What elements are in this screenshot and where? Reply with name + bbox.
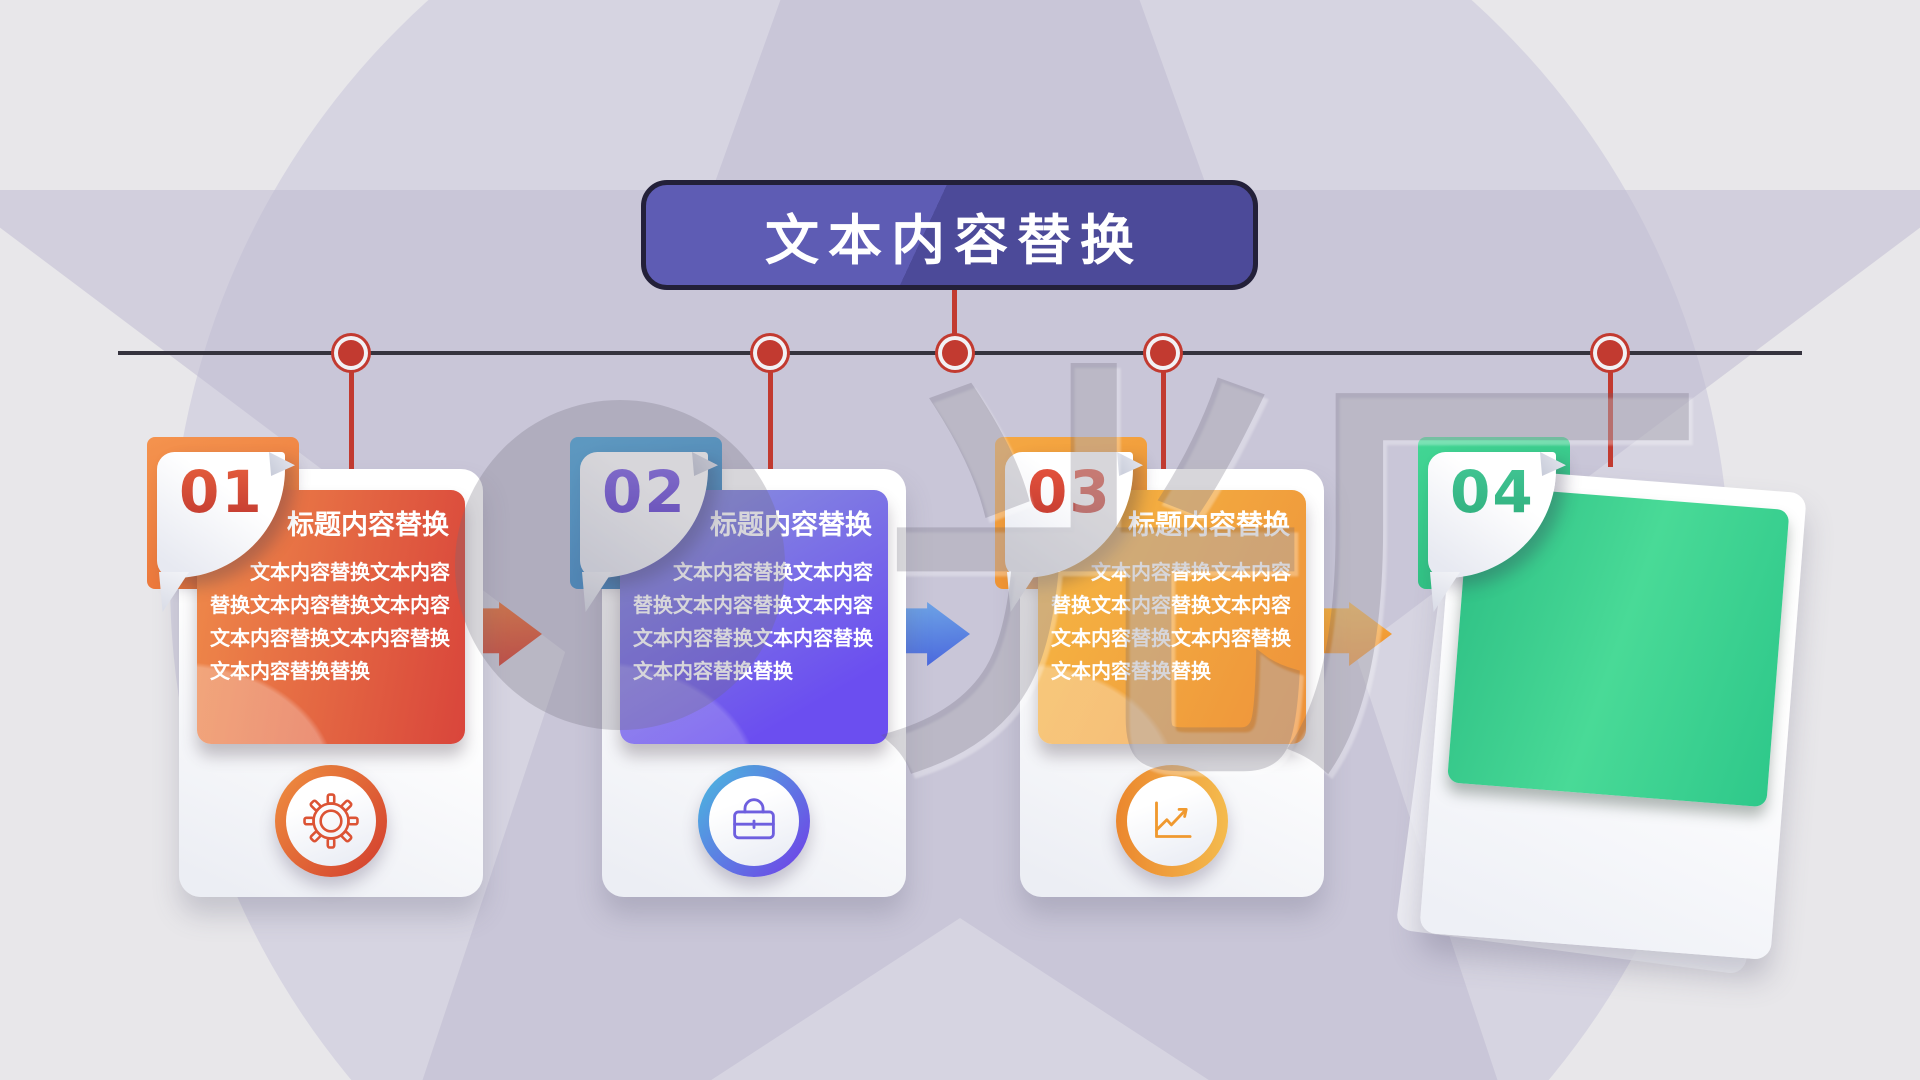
connector-line-1 xyxy=(349,353,354,470)
card-body-text: 文本内容替换文本内容 替换文本内容替换文本内容 文本内容替换文本内容替换 文本内… xyxy=(1051,556,1291,688)
timeline-dot-3 xyxy=(1150,340,1176,366)
body-line: 替换文本内容替换文本内容 xyxy=(1051,593,1291,617)
body-line: 文本内容替换文本内容替换 xyxy=(1051,626,1291,650)
line-chart-icon xyxy=(1127,776,1217,866)
card-number: 04 xyxy=(1450,458,1535,526)
timeline-dot-1 xyxy=(338,340,364,366)
card-number: 01 xyxy=(179,458,264,526)
body-line: 文本内容替换文本内容 xyxy=(673,560,873,584)
page-title: 文本内容替换 xyxy=(765,208,1143,272)
card-number: 02 xyxy=(602,458,687,526)
body-line: 文本内容替换替换 xyxy=(1051,659,1211,683)
body-line: 文本内容替换文本内容替换 xyxy=(210,626,450,650)
timeline-dot-4 xyxy=(1597,340,1623,366)
body-line: 替换文本内容替换文本内容 xyxy=(633,593,873,617)
card-01-icon-circle xyxy=(275,765,387,877)
card-number: 03 xyxy=(1027,458,1112,526)
connector-line-4 xyxy=(1608,353,1613,467)
card-body-text: 文本内容替换文本内容 替换文本内容替换文本内容 文本内容替换文本内容替换 文本内… xyxy=(210,556,450,688)
card-02-icon-circle xyxy=(698,765,810,877)
connector-line-2 xyxy=(768,353,773,470)
body-line: 文本内容替换文本内容 xyxy=(1091,560,1291,584)
timeline-dot-center xyxy=(942,340,968,366)
body-line: 文本内容替换文本内容替换 xyxy=(633,626,873,650)
card-title: 标题内容替换 xyxy=(1128,510,1290,541)
body-line: 文本内容替换替换 xyxy=(633,659,793,683)
banner-connector-line xyxy=(952,288,957,353)
briefcase-icon xyxy=(709,776,799,866)
body-line: 文本内容替换替换 xyxy=(210,659,370,683)
connector-line-3 xyxy=(1161,353,1166,470)
gear-icon xyxy=(286,776,376,866)
body-line: 替换文本内容替换文本内容 xyxy=(210,593,450,617)
body-line: 文本内容替换文本内容 xyxy=(250,560,450,584)
card-body-text: 文本内容替换文本内容 替换文本内容替换文本内容 文本内容替换文本内容替换 文本内… xyxy=(633,556,873,688)
card-03-icon-circle xyxy=(1116,765,1228,877)
timeline-dot-2 xyxy=(757,340,783,366)
card-title: 标题内容替换 xyxy=(710,510,872,541)
title-banner: 文本内容替换 xyxy=(641,180,1258,290)
card-title: 标题内容替换 xyxy=(287,510,449,541)
